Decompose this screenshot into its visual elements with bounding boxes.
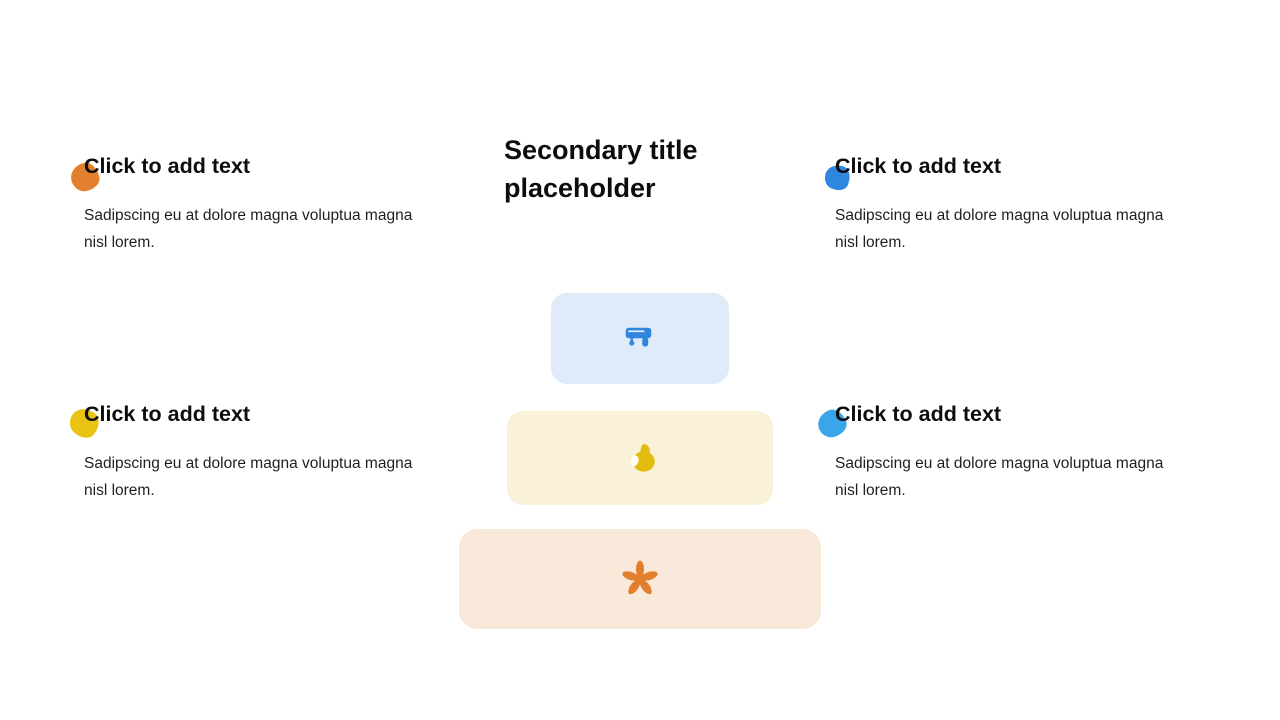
paint-splat-icon xyxy=(622,560,658,595)
text-placeholder-body[interactable]: Sadipscing eu at dolore magna voluptua m… xyxy=(84,455,413,499)
text-placeholder-body[interactable]: Sadipscing eu at dolore magna voluptua m… xyxy=(835,455,1164,499)
icon-box-paint-splat xyxy=(459,529,821,629)
text-placeholder-heading[interactable]: Click to add text xyxy=(835,154,1002,178)
paint-blob-icon xyxy=(630,443,655,472)
text-block-bottom-right: Click to add text Sadipscing eu at dolor… xyxy=(814,399,1183,504)
text-placeholder-body[interactable]: Sadipscing eu at dolore magna voluptua m… xyxy=(84,207,413,251)
text-block-bottom-left: Click to add text Sadipscing eu at dolor… xyxy=(64,399,432,504)
text-placeholder-body[interactable]: Sadipscing eu at dolore magna voluptua m… xyxy=(835,207,1164,251)
text-block-top-right: Click to add text Sadipscing eu at dolor… xyxy=(820,151,1183,256)
text-placeholder-heading[interactable]: Click to add text xyxy=(84,154,251,178)
secondary-title-placeholder[interactable]: Secondary title placeholder xyxy=(504,135,698,203)
text-block-top-left: Click to add text Sadipscing eu at dolor… xyxy=(68,151,432,256)
text-placeholder-heading[interactable]: Click to add text xyxy=(835,402,1002,426)
icon-box-paint-roller xyxy=(551,293,729,384)
icon-box-paint-blob xyxy=(507,411,773,505)
paint-roller-icon xyxy=(625,327,652,346)
text-placeholder-heading[interactable]: Click to add text xyxy=(84,402,251,426)
